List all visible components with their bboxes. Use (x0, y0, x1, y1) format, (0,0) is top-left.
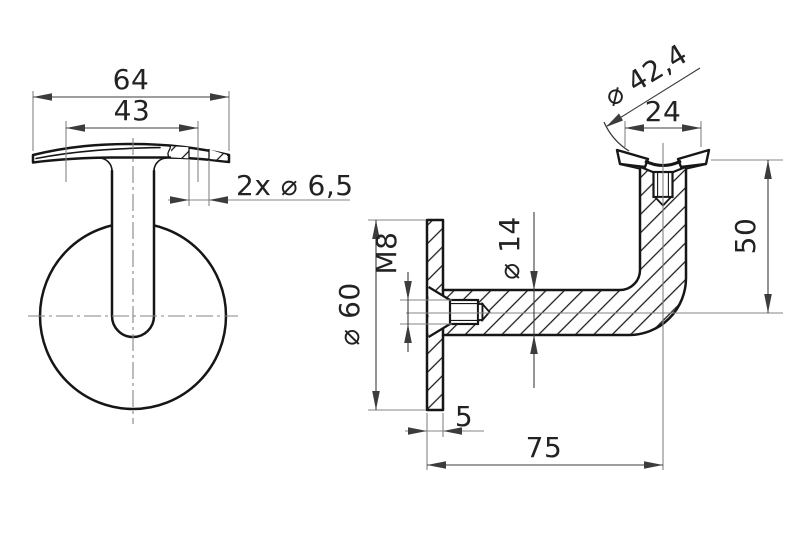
dim-m8-label: M8 (370, 232, 403, 275)
saddle-section-hatch-left (171, 146, 189, 159)
dim-holes-label: 2x ⌀ 6,5 (236, 169, 354, 202)
arrow-down (404, 281, 412, 300)
arm-hatch (443, 168, 686, 335)
arrow-right (682, 124, 701, 132)
side-view: ⌀ 42,4 24 50 ⌀ 60 M8 ⌀ 14 (333, 37, 783, 470)
stem-fill (112, 158, 154, 337)
arrow-up (764, 160, 772, 179)
leader-line-42 (606, 67, 701, 127)
arrow-right (644, 461, 663, 469)
dim-64-label: 64 (113, 63, 150, 96)
saddle-inner-edge (35, 146, 161, 160)
dim-24-label: 24 (645, 95, 682, 128)
arrow-left (443, 427, 462, 435)
dim-43-label: 43 (114, 94, 151, 127)
saddle-wing-right (676, 148, 711, 169)
arrow-up (530, 335, 538, 354)
dim-50-label: 50 (729, 218, 762, 255)
wall-screw-tip (481, 301, 491, 323)
saddle-section-hatch-right (209, 149, 227, 161)
arrow-down (530, 271, 538, 290)
dim-60-label: ⌀ 60 (333, 282, 366, 345)
arrow-left (209, 196, 228, 204)
arrow-leader (606, 113, 623, 127)
arrow-left (427, 461, 446, 469)
dim-75-label: 75 (526, 431, 563, 464)
arrow-down (372, 391, 380, 410)
arrow-up (372, 220, 380, 239)
arrow-right (408, 427, 427, 435)
arrow-right (210, 93, 229, 101)
stem-fillet-left (98, 157, 113, 172)
saddle-underside (620, 163, 706, 170)
wall-screw-head (428, 286, 451, 338)
break-line (167, 144, 171, 159)
handrail-arc (603, 121, 630, 152)
saddle-wing-left (615, 148, 650, 169)
arm-outline (441, 167, 688, 337)
stem-fillet-right (153, 157, 168, 172)
front-view: 64 43 2x ⌀ 6,5 (28, 63, 354, 424)
arrow-down (764, 294, 772, 313)
dim-14-label: ⌀ 14 (493, 216, 526, 279)
arrow-left (33, 93, 52, 101)
dim-5-label: 5 (455, 400, 473, 433)
arrow-right (170, 196, 189, 204)
arrow-up (404, 324, 412, 343)
arrow-left (66, 124, 85, 132)
arrow-left (625, 124, 644, 132)
arrow-right (179, 124, 198, 132)
